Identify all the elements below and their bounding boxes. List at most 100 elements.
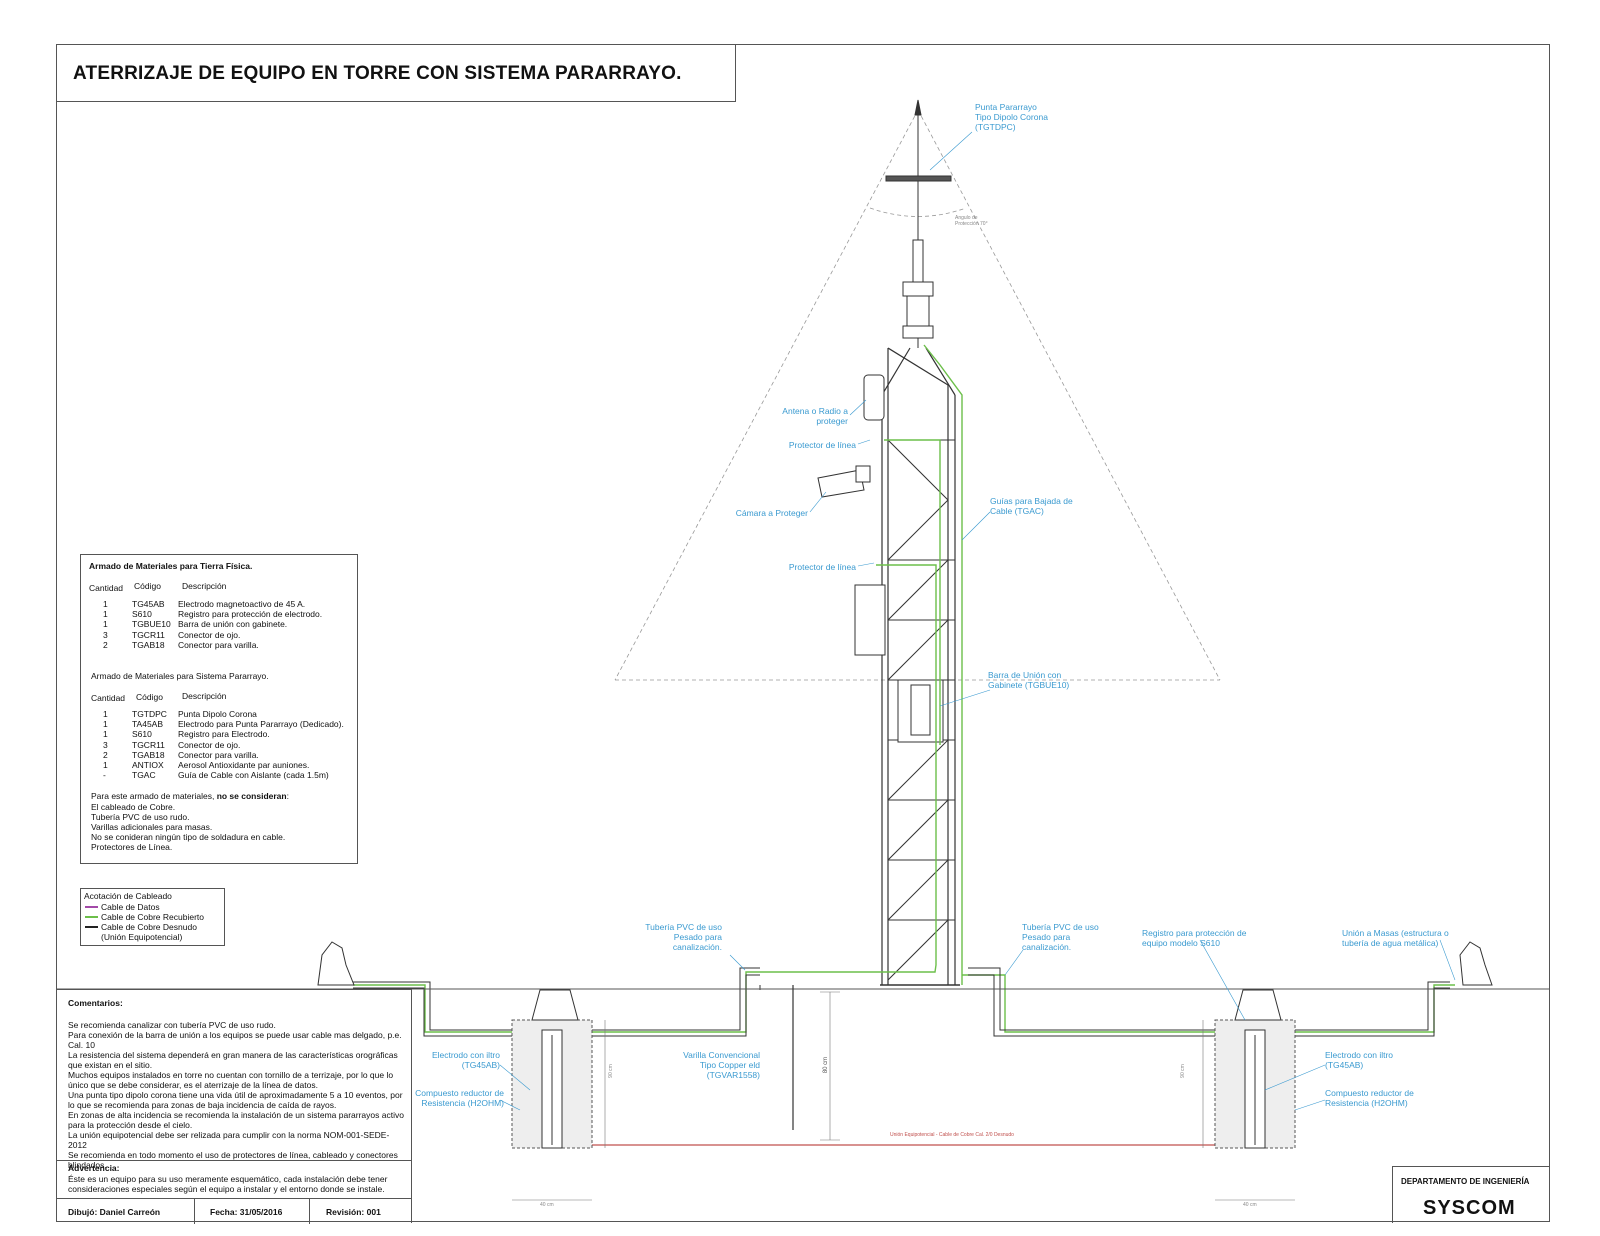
label-tuberia-der: Tubería PVC de uso Pesado para canalizac… (1022, 922, 1099, 952)
material-code: S610 (132, 729, 152, 740)
legend-item: Cable de Cobre Desnudo (Unión Equipotenc… (85, 922, 219, 942)
label-protector-linea-1: Protector de línea (788, 440, 856, 450)
material-code: ANTIOX (132, 760, 164, 770)
materials-pararrayo-heading: Armado de Materiales para Sistema Pararr… (91, 671, 269, 681)
material-qty: 2 (103, 749, 108, 760)
warning-heading: Advertencia: (68, 1163, 120, 1173)
material-desc: Punta Dipolo Corona (178, 709, 257, 719)
col-cantidad-2: Cantidad (91, 693, 126, 703)
company-logo-text: SYSCOM (1423, 1197, 1516, 1219)
material-desc: Conector para varilla. (178, 639, 259, 650)
material-qty: - (103, 770, 106, 781)
material-qty: 1 (103, 709, 108, 719)
material-qty: 1 (103, 609, 108, 620)
tower-structure (880, 347, 960, 986)
material-code: TGCR11 (132, 629, 165, 640)
comment-paragraph: Para conexión de la barra de unión a los… (68, 1030, 402, 1050)
material-qty: 1 (103, 619, 108, 630)
legend-item: Cable de Cobre Recubierto (85, 912, 219, 922)
comments-body: Se recomienda canalizar con tubería PVC … (68, 1020, 408, 1170)
material-qty: 1 (103, 719, 108, 730)
antenna-radio (863, 374, 885, 421)
comment-paragraph: Se recomienda en todo momento el uso de … (68, 1150, 398, 1170)
electrode-pit-left (511, 989, 593, 1149)
material-code: TGTDPC (132, 709, 167, 719)
materials-tierra-heading: Armado de Materiales para Tierra Física. (89, 561, 253, 571)
legend-item: Cable de Datos (85, 902, 219, 912)
legend-label: Cable de Datos (101, 902, 160, 912)
dim-90cm-right: 90 cm (1179, 1064, 1186, 1078)
legend-swatch (85, 916, 98, 918)
dimension-lines (512, 991, 1295, 1201)
department-name: DEPARTAMENTO DE INGENIERÍA (1401, 1177, 1530, 1186)
label-barra-union: Barra de Unión con Gabinete (TGBUE10) (988, 670, 1070, 690)
label-electrodo-der: Electrodo con iltro (TG45AB) (1325, 1050, 1394, 1070)
note-item: El cableado de Cobre. (91, 802, 176, 812)
material-desc: Guía de Cable con Aislante (cada 1.5m) (178, 770, 329, 781)
electrode-pit-right (1214, 989, 1296, 1149)
title-block: ATERRIZAJE DE EQUIPO EN TORRE CON SISTEM… (56, 44, 736, 102)
col-descripcion: Descripción (182, 581, 227, 591)
comment-paragraph: Se recomienda canalizar con tubería PVC … (68, 1020, 276, 1030)
comments-heading: Comentarios: (68, 998, 123, 1008)
legend-swatch (85, 926, 98, 928)
leader-lines (499, 131, 1456, 1111)
material-code: S610 (132, 609, 152, 620)
revision: Revisión: 001 (326, 1207, 381, 1217)
col-cantidad: Cantidad (89, 583, 124, 593)
material-qty: 1 (103, 599, 108, 609)
material-code: TA45AB (132, 719, 164, 730)
label-compuesto-izq: Compuesto reductor de Resistencia (H2OHM… (415, 1088, 504, 1108)
material-qty: 1 (103, 729, 108, 740)
dim-40cm-left: 40 cm (540, 1202, 554, 1208)
comment-paragraph: La unión equipotencial debe ser relizada… (68, 1130, 390, 1150)
comment-paragraph: La resistencia del sistema dependerá en … (68, 1050, 398, 1070)
material-code: TG45AB (132, 599, 165, 609)
warning-block: Advertencia: Éste es un equipo para su u… (56, 1160, 412, 1198)
tower-equipment (817, 374, 944, 743)
legend-heading: Acotación de Cableado (84, 891, 172, 901)
comment-paragraph: Muchos equipos instalados en torre no cu… (68, 1070, 394, 1090)
material-qty: 3 (103, 739, 108, 750)
drawing-frame (56, 44, 1550, 1222)
label-registro: Registro para protección de equipo model… (1142, 928, 1247, 948)
note-item: Tubería PVC de uso rudo. (91, 812, 190, 822)
dim-90cm-left: 90 cm (607, 1064, 614, 1078)
material-desc: Electrodo magnetoactivo de 45 A. (178, 599, 306, 609)
material-desc: Conector de ojo. (178, 739, 241, 750)
legend-swatch (85, 906, 98, 908)
material-qty: 3 (103, 629, 108, 640)
label-tuberia-izq: Tubería PVC de uso Pesado para canalizac… (645, 922, 722, 952)
material-code: TGCR11 (132, 739, 165, 750)
dim-40cm-right: 40 cm (1243, 1202, 1257, 1208)
col-codigo: Código (134, 581, 161, 591)
label-union-equipotencial: Unión Equipotencial - Cable de Cobre Cal… (890, 1132, 1014, 1138)
label-varilla: Varilla Convencional Tipo Copper eld (TG… (683, 1050, 760, 1080)
label-punta-pararrayo: Punta Pararrayo Tipo Dipolo Corona (TGTD… (975, 102, 1048, 132)
material-desc: Registro para protección de electrodo. (178, 609, 323, 620)
note-item: Varillas adicionales para masas. (91, 822, 213, 832)
label-camara: Cámara a Proteger (735, 508, 808, 518)
material-code: TGAB18 (132, 639, 165, 650)
materials-note-items: El cableado de Cobre.Tubería PVC de uso … (91, 802, 285, 852)
warning-text: Éste es un equipo para su uso meramente … (68, 1174, 388, 1194)
materials-box: Armado de Materiales para Tierra Física.… (80, 554, 358, 864)
department-block: DEPARTAMENTO DE INGENIERÍA SYSCOM (1392, 1166, 1550, 1223)
material-desc: Electrodo para Punta Pararrayo (Dedicado… (178, 719, 344, 730)
comment-paragraph: En zonas de alta incidencia se recomiend… (68, 1110, 404, 1130)
drawn-by: Dibujó: Daniel Carreón (68, 1207, 161, 1217)
ground-mass-left (317, 941, 355, 986)
legend-label: Cable de Cobre Desnudo (Unión Equipotenc… (101, 922, 197, 942)
signature-row: Dibujó: Daniel Carreón Fecha: 31/05/2016… (56, 1198, 412, 1224)
label-protector-linea-2: Protector de línea (788, 562, 856, 572)
material-desc: Conector para varilla. (178, 749, 259, 760)
materials-note: Para este armado de materiales, no se co… (91, 791, 289, 801)
label-angulo: Angulo de Protección 70° (955, 215, 988, 227)
material-desc: Barra de unión con gabinete. (178, 619, 288, 630)
ground-mass-right (1459, 941, 1493, 986)
legend-label: Cable de Cobre Recubierto (101, 912, 205, 922)
note-item: No se conideran ningún tipo de soldadura… (91, 832, 286, 842)
material-desc: Aerosol Antioxidante par auniones. (178, 760, 310, 770)
